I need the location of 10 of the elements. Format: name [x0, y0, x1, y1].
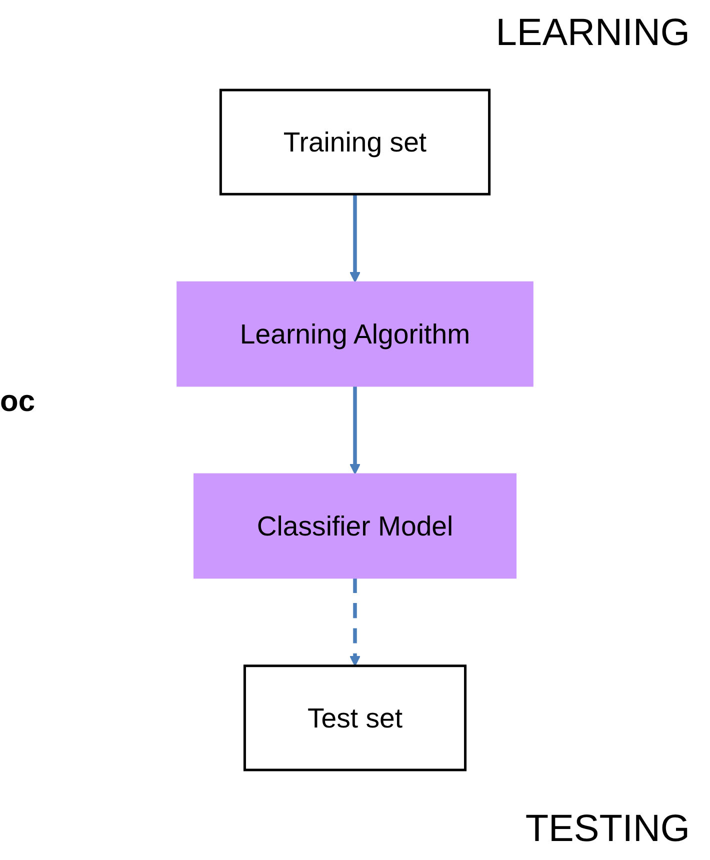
arrow: [349, 578, 361, 666]
node-box: Test set: [243, 664, 467, 772]
section-label: oc: [0, 385, 36, 419]
node-box: Classifier Model: [193, 473, 517, 579]
node-box: Learning Algorithm: [176, 281, 534, 387]
node-box: Training set: [219, 88, 491, 196]
arrow: [349, 386, 361, 474]
arrow: [349, 194, 361, 282]
section-label: LEARNING: [496, 12, 690, 55]
section-label: TESTING: [525, 808, 690, 851]
